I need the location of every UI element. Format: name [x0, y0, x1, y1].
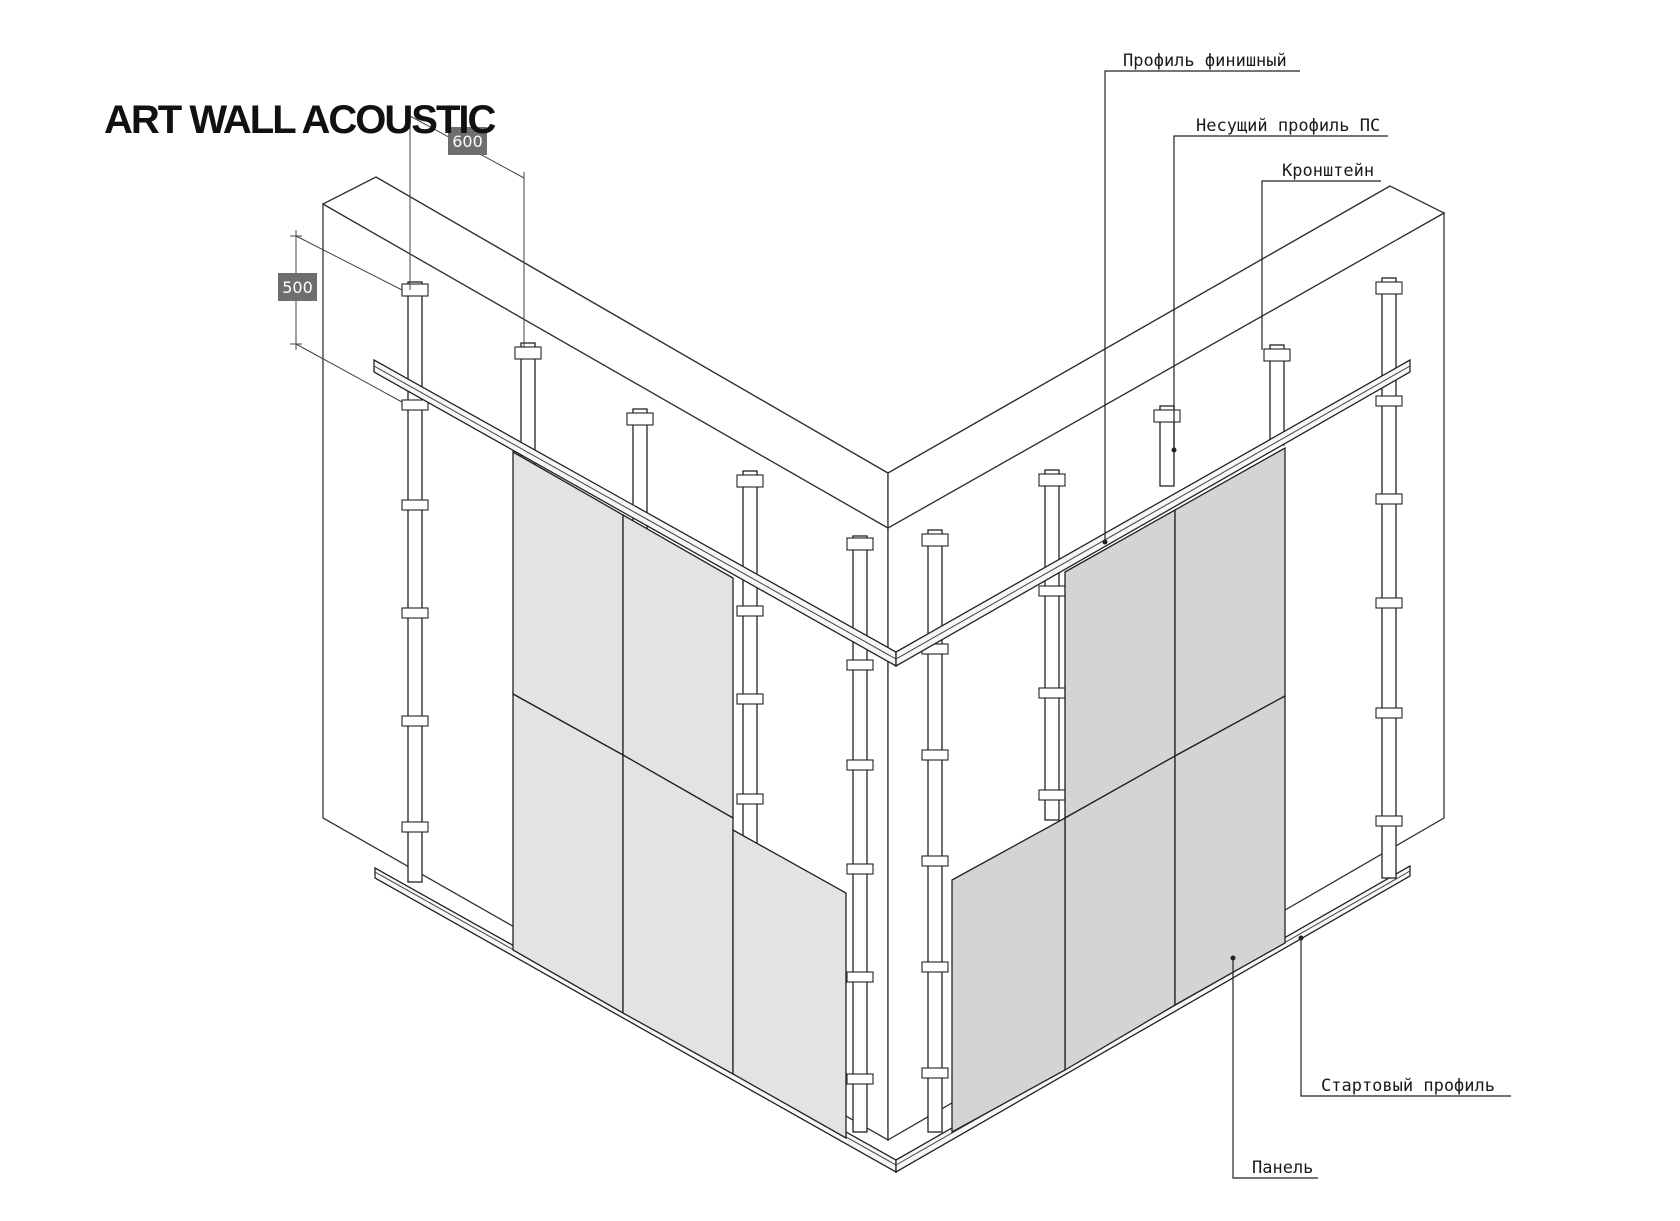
dimension-badge-500: 500 [278, 273, 317, 301]
brackets [401, 281, 1403, 1085]
callout-finish-profile: Профиль финишный [1123, 51, 1287, 71]
finish-profile [373, 358, 1411, 668]
panels-right [951, 446, 1286, 1134]
dimension-500-label: 500 [282, 278, 313, 297]
panels-left [512, 450, 847, 1140]
callout-bracket: Кронштейн [1282, 161, 1374, 181]
carrying-profiles-right [927, 277, 1397, 1133]
dimension-600-label: 600 [452, 132, 483, 151]
callout-start-profile: Стартовый профиль [1321, 1076, 1495, 1096]
callout-carrying-profile: Несущий профиль ПС [1196, 116, 1380, 136]
dimension-badge-600: 600 [448, 127, 487, 155]
brand-title: ART WALL ACOUSTIC [104, 98, 496, 142]
leader-lines [1102, 70, 1511, 1179]
callout-panel: Панель [1252, 1158, 1313, 1178]
